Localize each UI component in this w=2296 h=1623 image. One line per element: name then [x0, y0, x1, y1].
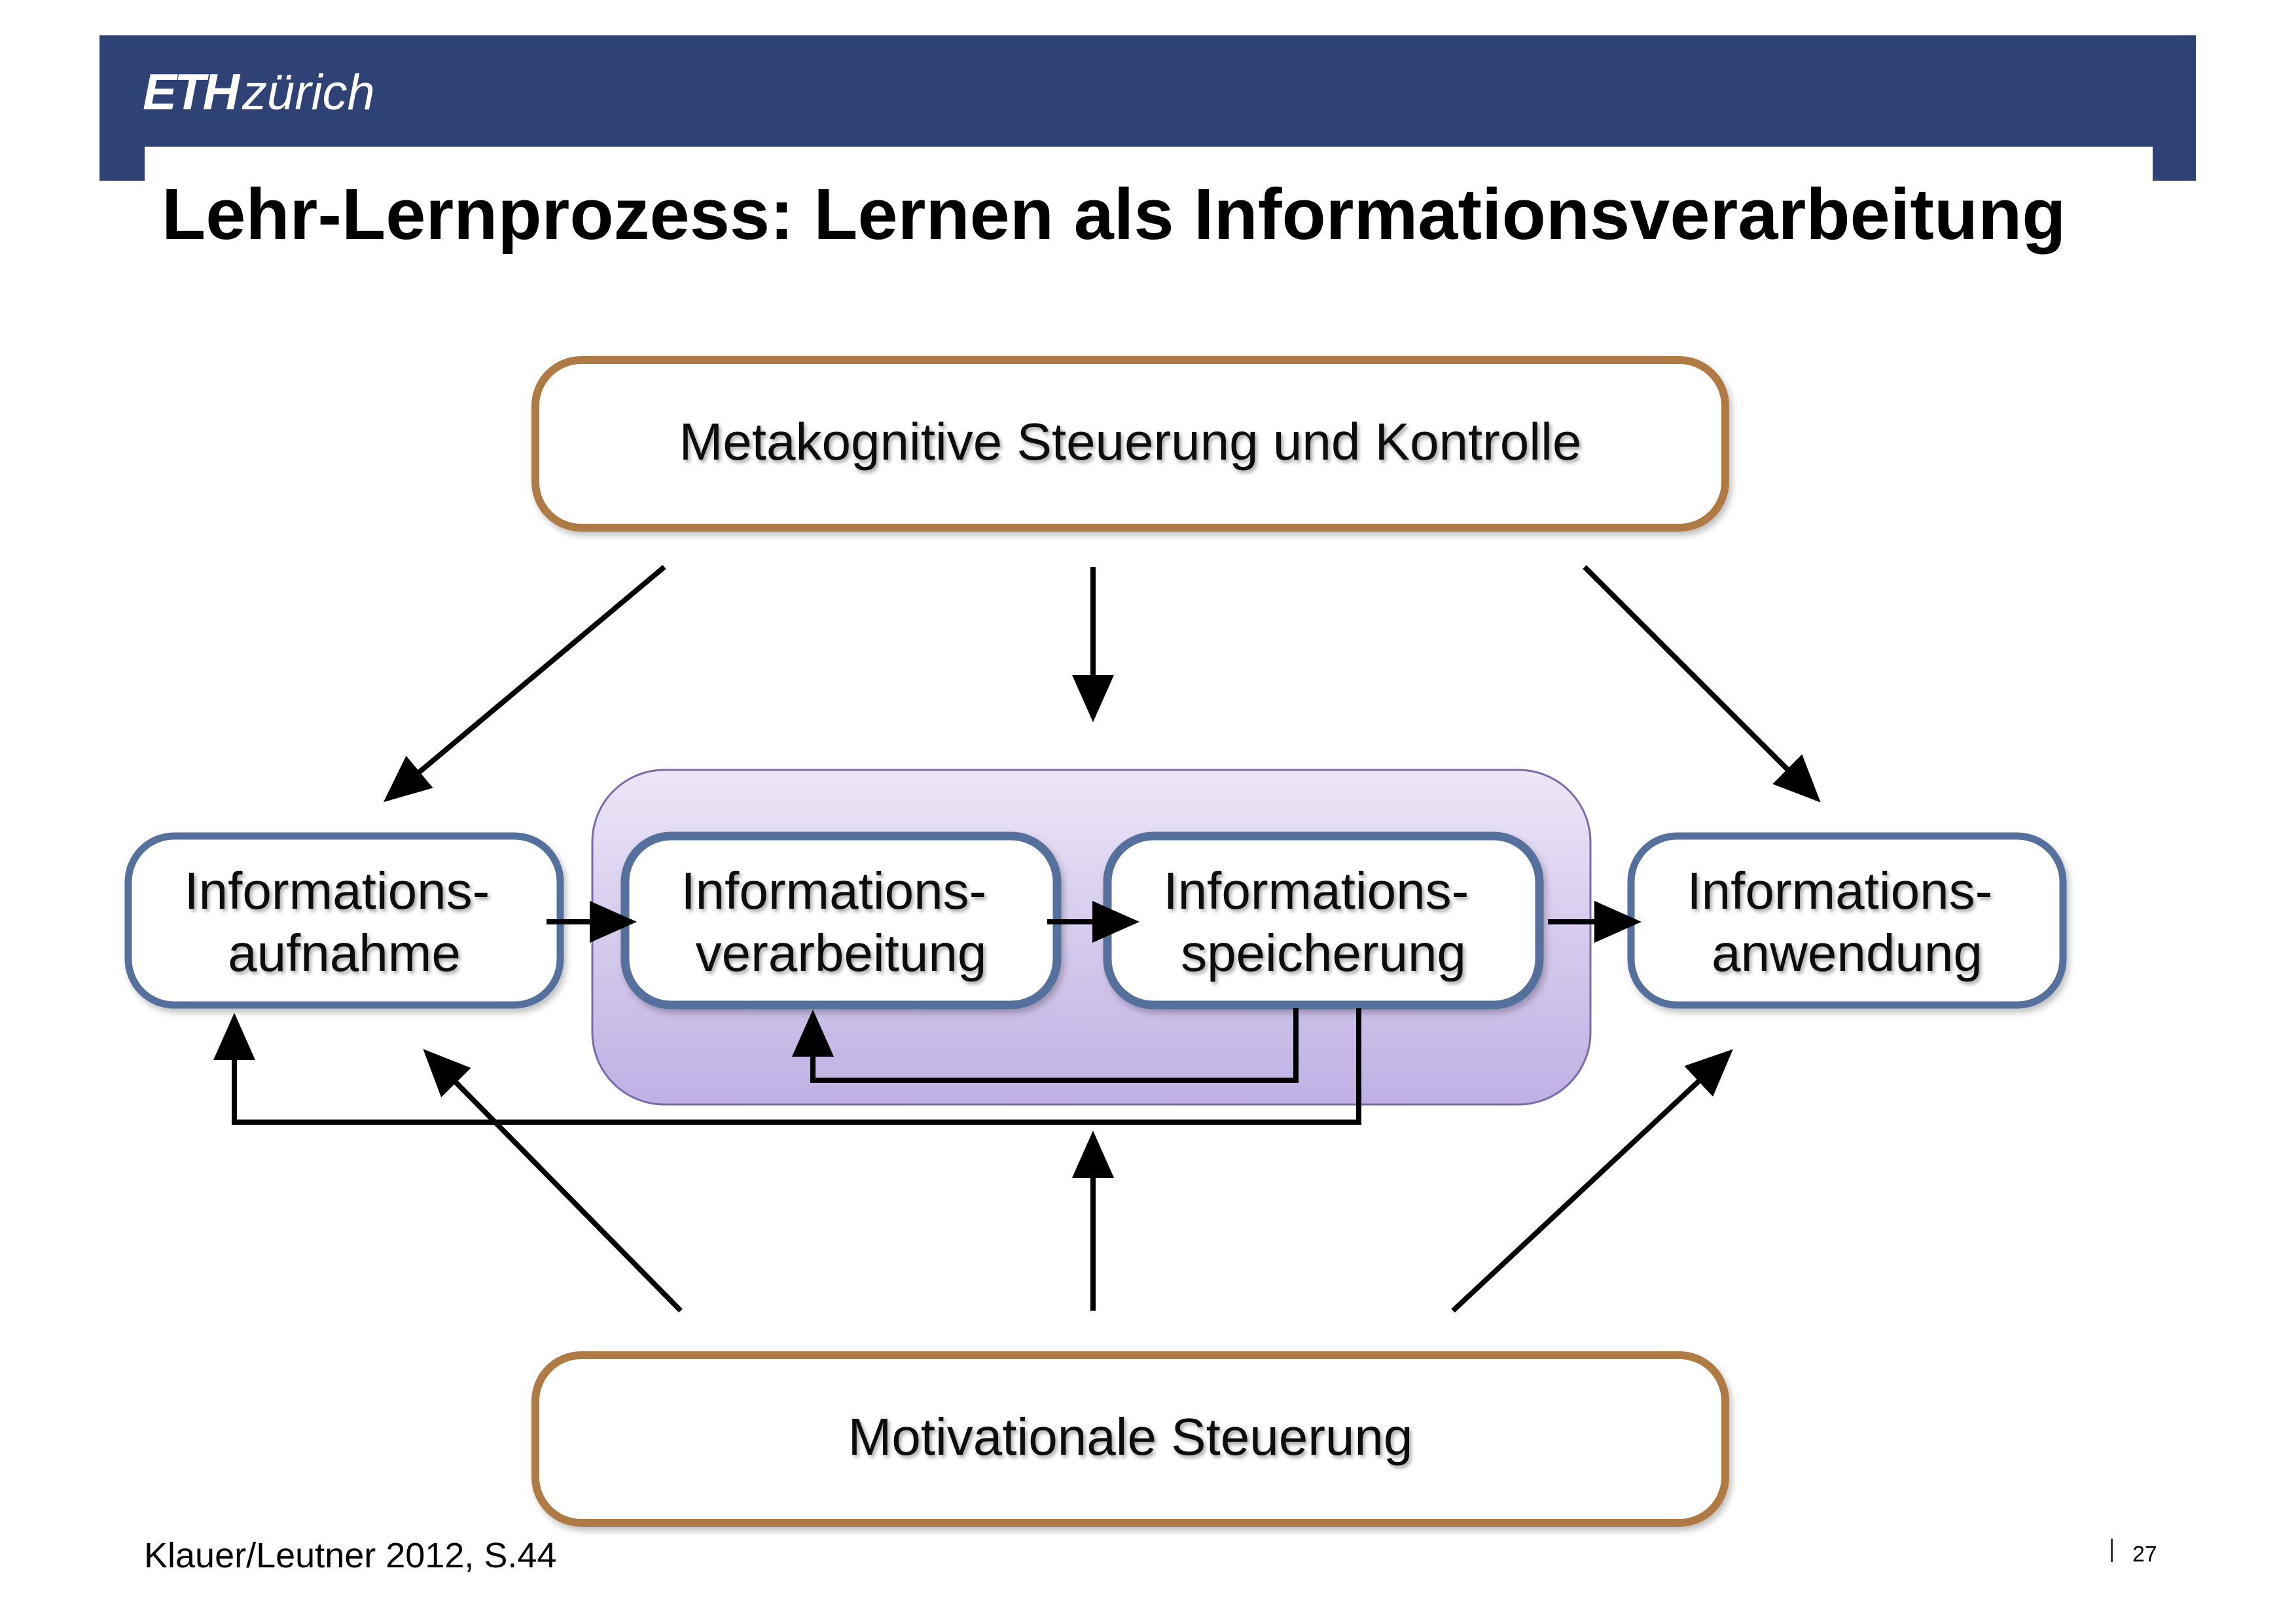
motivational-control-label: Motivationale Steuerung [848, 1408, 1413, 1466]
aufnahme-line-2: aufnahme [228, 924, 461, 982]
verarbeitung-label: Informations- verarbeitung [681, 862, 1001, 982]
speicherung-label: Informations- speicherung [1163, 862, 1483, 982]
speicherung-line-2: speicherung [1181, 924, 1466, 982]
anwendung-line-1: Informations- [1687, 862, 1992, 920]
logo-eth-text: ETH [143, 63, 240, 120]
anwendung-label: Informations- anwendung [1687, 862, 2007, 982]
logo-zurich-text: zürich [242, 65, 375, 120]
aufnahme-label: Informations- aufnahme [184, 862, 504, 982]
speicherung-line-1: Informations- [1163, 862, 1469, 920]
arrow-motivation-to-anwendung [1451, 1049, 1733, 1313]
feedback-speicherung-to-verarbeitung [792, 1008, 1299, 1083]
feedback-speicherung-to-aufnahme [213, 1008, 1361, 1125]
page-number-separator [2111, 1539, 2113, 1562]
aufnahme-line-1: Informations- [184, 862, 490, 920]
page-title: Lehr-Lernprozess: Lernen als Information… [162, 174, 2066, 255]
metacognitive-control-box [531, 356, 1729, 532]
motivational-control-box [531, 1351, 1729, 1527]
arrow-meta-to-anwendung [1583, 565, 1821, 803]
verarbeitung-line-1: Informations- [681, 862, 986, 920]
verarbeitung-line-2: verarbeitung [696, 924, 987, 982]
anwendung-line-2: anwendung [1712, 924, 1982, 982]
arrow-motivation-to-aufnahme [423, 1049, 683, 1313]
arrow-meta-to-aufnahme [383, 564, 666, 803]
page-number: 27 [2132, 1542, 2157, 1567]
citation: Klauer/Leutner 2012, S.44 [144, 1536, 557, 1575]
metacognitive-control-label: Metakognitive Steuerung und Kontrolle [679, 412, 1582, 471]
header-title-backdrop [145, 147, 2153, 192]
